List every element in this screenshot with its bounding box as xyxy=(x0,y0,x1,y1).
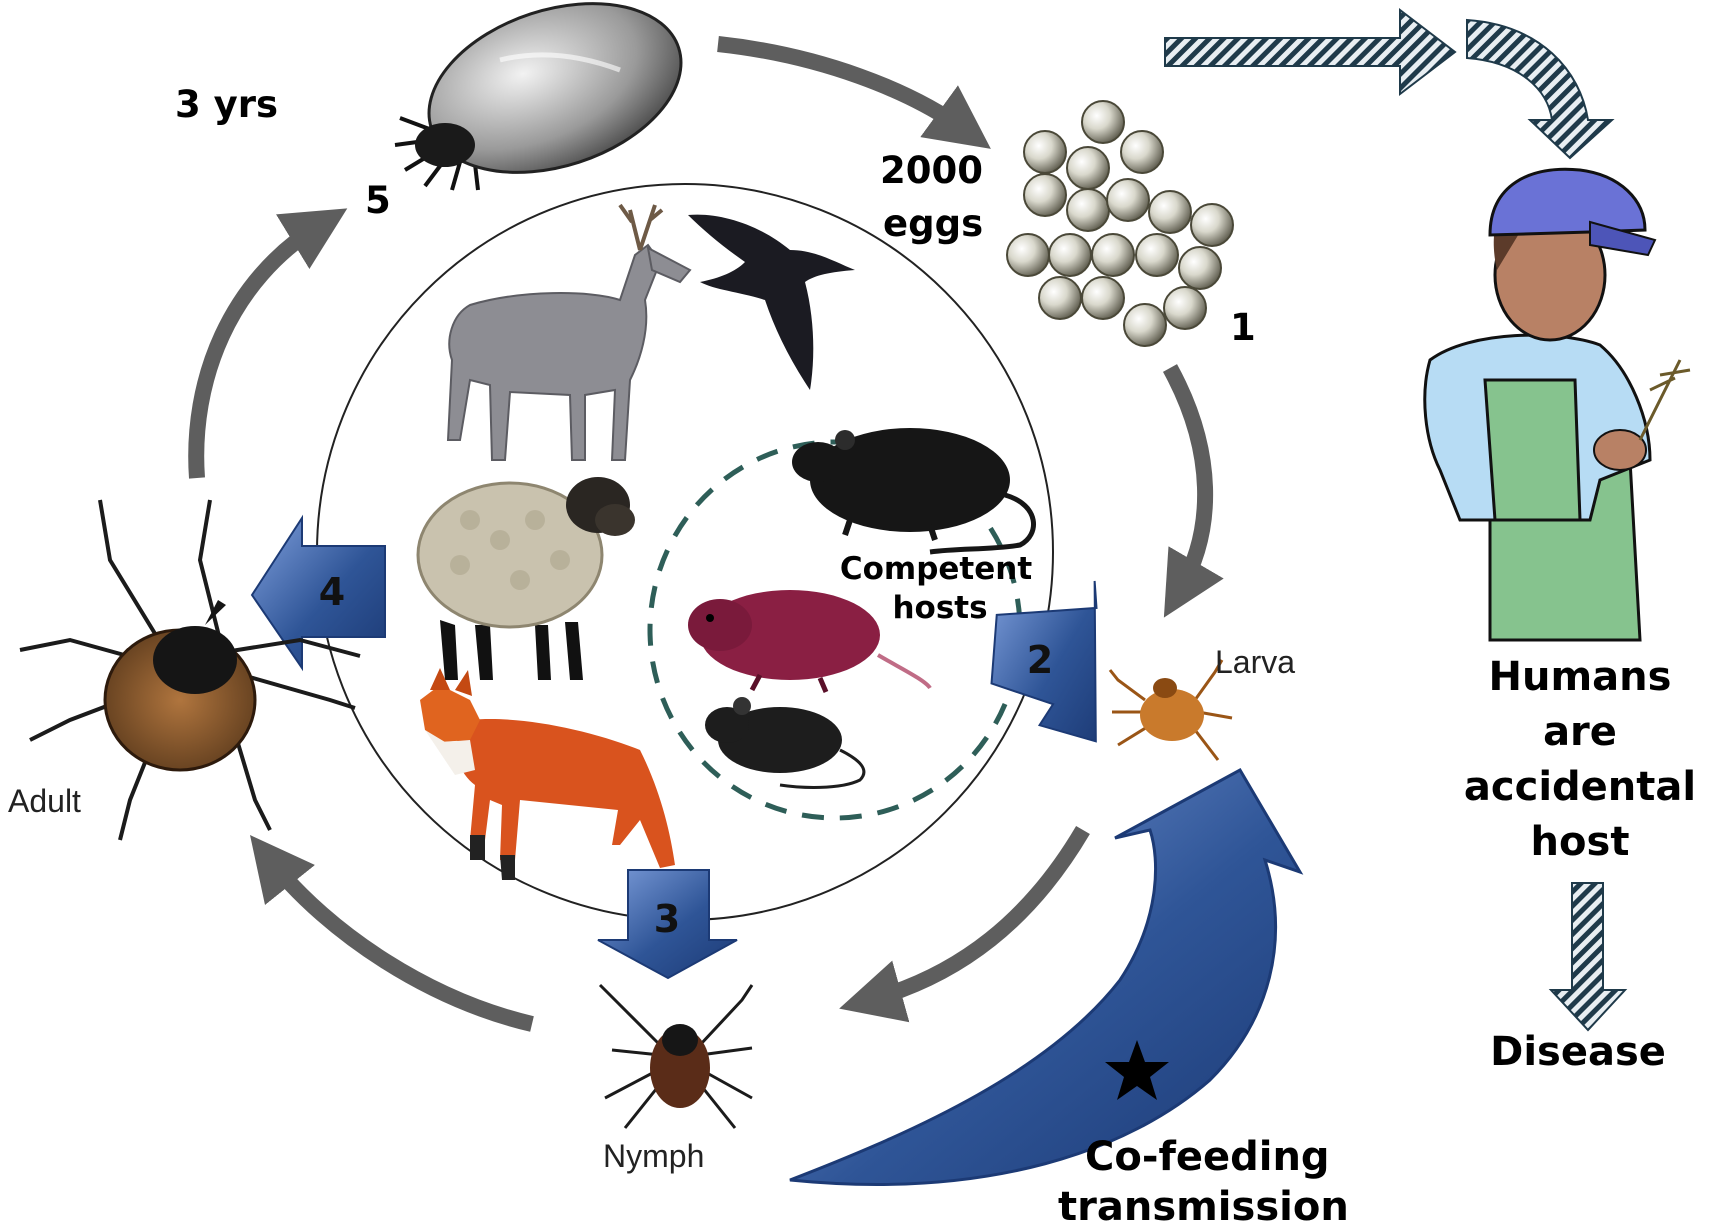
egg xyxy=(1024,174,1066,216)
bird-icon xyxy=(688,215,855,390)
stage-number-5: 5 xyxy=(365,179,391,222)
cycle-arrow-engorged-to-eggs xyxy=(718,44,965,130)
stage-number-3: 3 xyxy=(654,897,680,941)
humans-label-line4: host xyxy=(1531,819,1630,865)
egg xyxy=(1092,234,1134,276)
egg-cluster-icon xyxy=(1007,101,1233,346)
cofeeding-label-line2: transmission xyxy=(1058,1184,1349,1225)
egg xyxy=(1191,204,1233,246)
egg xyxy=(1107,179,1149,221)
larva-label: Larva xyxy=(1215,644,1295,680)
egg xyxy=(1007,234,1049,276)
egg xyxy=(1082,277,1124,319)
larva-tick-icon xyxy=(1110,660,1232,760)
competent-hosts-label-line2: hosts xyxy=(892,590,987,626)
sheep-icon xyxy=(418,477,635,680)
egg xyxy=(1121,131,1163,173)
cycle-arrow-nymph-to-adult xyxy=(270,860,532,1024)
egg xyxy=(1067,189,1109,231)
engorged-female-tick-icon xyxy=(395,0,703,202)
cycle-arrow-larva-to-nymph xyxy=(870,830,1083,1000)
egg xyxy=(1067,147,1109,189)
cofeeding-label-line1: Co-feeding xyxy=(1085,1134,1330,1180)
stage-number-4: 4 xyxy=(319,570,345,614)
stage-number-1: 1 xyxy=(1230,306,1256,349)
hatched-arrow-down-disease xyxy=(1551,883,1625,1030)
humans-label-line2: are xyxy=(1543,709,1617,755)
egg xyxy=(1164,287,1206,329)
farmer-icon xyxy=(1425,169,1690,640)
nymph-tick-icon xyxy=(600,985,752,1128)
egg xyxy=(1124,304,1166,346)
egg xyxy=(1136,234,1178,276)
egg xyxy=(1024,131,1066,173)
cycle-arrow-adult-to-engorged xyxy=(196,225,320,478)
cycle-arrow-eggs-to-larva xyxy=(1170,368,1205,590)
hatched-curved-arrow-down xyxy=(1467,20,1612,158)
eggs-word-label: eggs xyxy=(883,202,983,245)
hatched-arrow-right xyxy=(1165,10,1455,94)
egg xyxy=(1082,101,1124,143)
stage-number-2: 2 xyxy=(1027,638,1053,682)
adult-label: Adult xyxy=(8,783,81,819)
humans-label-line1: Humans xyxy=(1489,654,1672,700)
fox-icon xyxy=(420,668,675,880)
rat-icon xyxy=(792,428,1034,552)
mouse-icon xyxy=(705,697,864,787)
disease-label: Disease xyxy=(1490,1029,1666,1075)
egg xyxy=(1049,234,1091,276)
egg xyxy=(1179,247,1221,289)
competent-hosts-label-line1: Competent xyxy=(840,551,1032,587)
humans-label-line3: accidental xyxy=(1464,764,1696,810)
egg xyxy=(1149,191,1191,233)
nymph-label: Nymph xyxy=(603,1138,704,1174)
cofeeding-curved-arrow xyxy=(790,770,1300,1184)
eggs-count-label: 2000 xyxy=(880,149,983,192)
duration-label: 3 yrs xyxy=(175,83,278,126)
egg xyxy=(1039,277,1081,319)
